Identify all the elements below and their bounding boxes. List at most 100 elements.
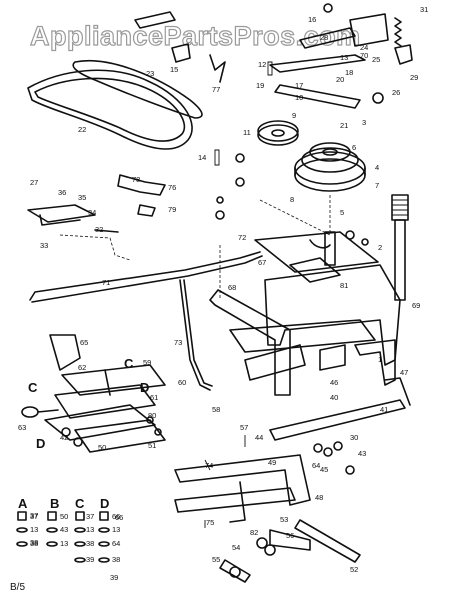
label-part-32: 32 [95,225,103,234]
legend-title-c: C [75,496,85,511]
rods [29,251,263,391]
label-part-82: 82 [250,528,258,537]
label-part-17: 17 [295,81,303,90]
part-number-labels: 1 2 3 4 5 6 7 8 9 10 11 12 13 14 15 16 1… [18,5,428,582]
key-c-left: C [28,380,38,395]
left-bracket-cluster [27,174,166,261]
label-part-53: 53 [280,515,288,524]
right-shaft [391,194,409,301]
label-part-54: 54 [232,543,240,552]
label-part-52: 52 [350,565,358,574]
label-part-7: 7 [375,181,379,190]
label-part-15: 15 [170,65,178,74]
label-part-71: 71 [102,278,110,287]
label-part-3: 3 [362,118,366,127]
page-code: B/5 [10,582,25,593]
label-part-46: 46 [330,378,338,387]
label-part-2: 2 [378,243,382,252]
label-part-23: 23 [146,69,154,78]
label-part-41: 41 [380,405,388,414]
label-part-39: 39 [110,573,118,582]
label-part-51: 51 [148,441,156,450]
key-c-upper: C [124,356,134,371]
label-part-55: 55 [212,555,220,564]
label-part-57: 57 [240,423,248,432]
label-part-16: 16 [308,15,316,24]
label-part-12: 12 [258,60,266,69]
label-part-74: 74 [205,461,213,470]
label-part-25: 25 [372,55,380,64]
legend-c-item-1: 37 [86,512,94,521]
label-part-79: 79 [168,205,176,214]
label-part-9: 9 [292,111,296,120]
label-part-35: 35 [78,193,86,202]
label-part-67: 67 [258,258,266,267]
label-part-21: 21 [340,121,348,130]
label-part-19: 19 [256,81,264,90]
label-part-14: 14 [198,153,206,162]
label-part-73: 73 [174,338,182,347]
lower-left-hangers [21,334,166,453]
label-part-70: 70 [360,51,368,60]
lower-right-linkage [174,377,411,583]
label-part-56: 56 [286,531,294,540]
label-part-40: 40 [330,393,338,402]
legend-c-item-2: 13 [86,525,94,534]
label-part-81: 81 [340,281,348,290]
legend-a-item-1: 37 [30,512,38,521]
label-part-49: 49 [268,458,276,467]
label-part-45: 45 [320,465,328,474]
label-part-34: 34 [88,208,96,217]
legend-b-item-3: 13 [60,539,68,548]
watermark-text: AppliancePartsPros.com [30,21,361,51]
label-part-78: 78 [132,175,140,184]
label-part-47: 47 [400,368,408,377]
legend-b-item-2: 43 [60,525,68,534]
label-part-65: 65 [80,338,88,347]
label-part-28: 28 [320,33,328,42]
legend-a-item-3: 38 [30,539,38,548]
label-part-58: 58 [212,405,220,414]
legend-title-b: B [50,496,59,511]
label-part-36: 36 [58,188,66,197]
label-part-37: 37 [30,511,38,520]
label-part-66: 66 [115,513,123,522]
legend-a-item-2: 13 [30,525,38,534]
label-part-31: 31 [420,5,428,14]
label-part-5: 5 [340,208,344,217]
diagram-key-letters: C D C D [28,356,149,451]
legend-b-item-1: 50 [60,512,68,521]
label-part-26: 26 [392,88,400,97]
legend-title-d: D [100,496,109,511]
label-part-80: 80 [148,411,156,420]
label-part-76: 76 [168,183,176,192]
label-part-8: 8 [290,195,294,204]
label-part-68: 68 [228,283,236,292]
label-part-77: 77 [212,85,220,94]
label-part-11: 11 [243,128,251,137]
hardware-legend: A B C D 37 13 38 50 43 13 37 13 38 39 66… [16,496,120,564]
label-part-44: 44 [255,433,263,442]
legend-d-item-4: 38 [112,555,120,564]
label-part-62: 62 [78,363,86,372]
label-part-69: 69 [412,301,420,310]
label-part-30: 30 [350,433,358,442]
label-part-33: 33 [40,241,48,250]
label-part-60: 60 [178,378,186,387]
legend-c-item-3: 38 [86,539,94,548]
label-part-20: 20 [336,75,344,84]
legend-d-item-3: 64 [112,539,120,548]
label-part-64: 64 [312,461,320,470]
label-part-24: 24 [360,43,368,52]
label-part-10: 10 [295,93,303,102]
label-part-1: 1 [378,355,382,364]
label-part-50: 50 [98,443,106,452]
label-part-27: 27 [30,178,38,187]
label-part-18: 18 [345,68,353,77]
legend-c-item-4: 39 [86,555,94,564]
main-frame [209,195,401,396]
legend-title-a: A [18,496,28,511]
label-part-4: 4 [375,163,379,172]
legend-d-item-1: 66 [112,512,120,521]
label-part-29: 29 [410,73,418,82]
